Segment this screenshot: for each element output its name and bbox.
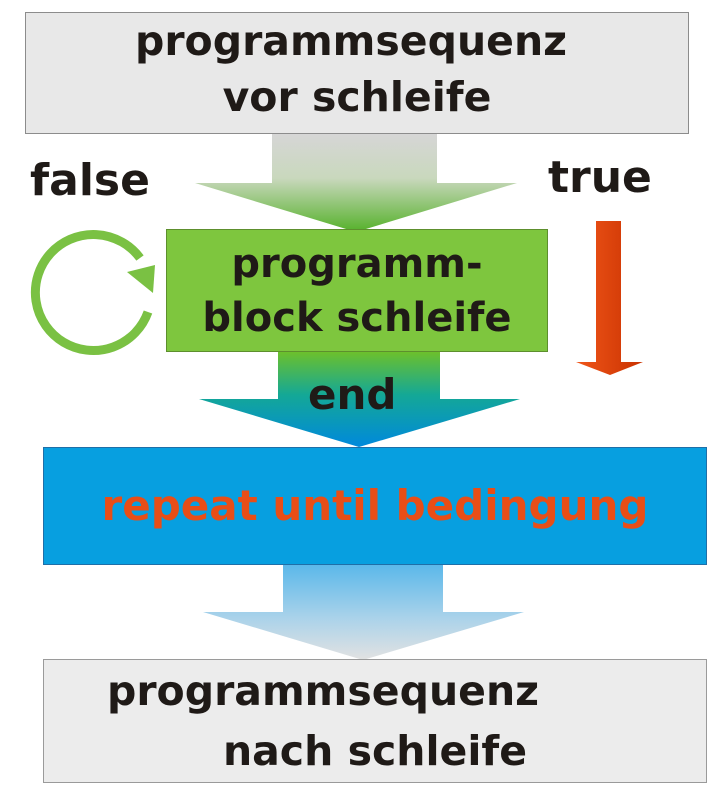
loop-box-line2: block schleife: [202, 294, 512, 341]
true-label: true: [548, 152, 652, 203]
box-bottom-line2: nach schleife: [222, 727, 528, 775]
down-arrow-icon: [576, 221, 643, 375]
sequence-after-loop-box: programmsequenz nach schleife: [43, 659, 707, 783]
box-bottom-line1: programmsequenz: [106, 667, 540, 715]
circular-arrow-icon: [30, 230, 155, 355]
arrow-end: [199, 352, 520, 447]
end-label: end: [308, 370, 397, 419]
arrow-repeat-to-bottom: [203, 565, 524, 660]
loop-block-box: programm- block schleife: [166, 229, 548, 352]
arrow-top-to-loop: [195, 134, 517, 232]
false-label: false: [30, 155, 150, 206]
repeat-condition-text: repeat until bedingung: [101, 481, 649, 530]
box-top-line1: programmsequenz: [134, 17, 568, 65]
box-top-line2: vor schleife: [222, 73, 492, 121]
loop-box-line1: programm-: [231, 240, 483, 287]
sequence-before-loop-box: programmsequenz vor schleife: [25, 12, 689, 134]
repeat-until-condition-box: repeat until bedingung: [43, 447, 707, 565]
